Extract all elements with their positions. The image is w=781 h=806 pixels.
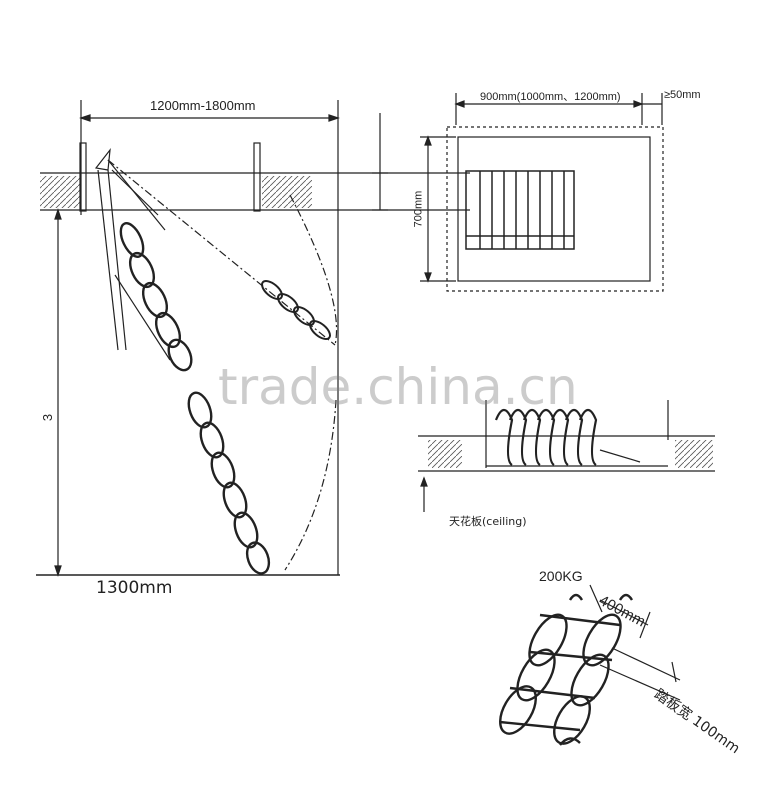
floor-length-label: 1300mm <box>96 578 173 598</box>
swing-arc-upper <box>289 194 338 346</box>
clearance-label: ≥50mm <box>664 89 701 101</box>
folded-steps-top <box>465 170 575 250</box>
outer-clearance-outline <box>446 126 664 292</box>
frame-post-left <box>79 142 87 212</box>
opening-width-label: 1200mm-1800mm <box>150 98 256 113</box>
swinging-chain <box>261 280 331 340</box>
folded-ladder-links <box>494 408 598 466</box>
frame-post-right <box>253 142 261 212</box>
ladder-links-lower <box>187 391 271 575</box>
load-label: 200KG <box>539 568 583 584</box>
slab-hatch-right <box>262 176 312 208</box>
slab-hatch-left <box>40 176 80 208</box>
side-view <box>36 100 470 577</box>
top-view <box>420 93 664 292</box>
step-detail <box>499 584 681 746</box>
top-width-label: 900mm(1000mm、1200mm) <box>480 91 621 103</box>
watermark: trade.china.cn <box>218 358 578 416</box>
ladder-links-upper <box>119 222 193 372</box>
ceiling-label: 天花板(ceiling) <box>449 515 527 528</box>
folded-view <box>418 400 715 512</box>
swing-arc-lower <box>284 399 337 571</box>
height-label: 3 <box>40 413 56 422</box>
hatch-frame <box>457 136 651 282</box>
swing-line <box>107 159 336 346</box>
depth-label: 700mm <box>412 190 425 228</box>
